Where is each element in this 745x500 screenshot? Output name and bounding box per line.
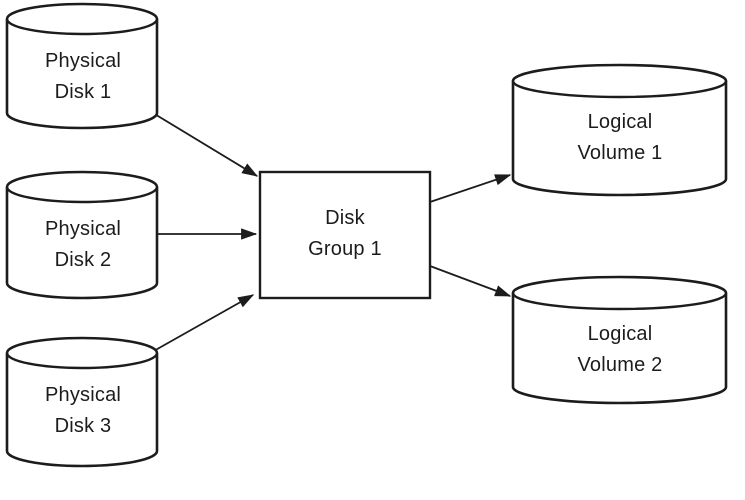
logical-volume-1-cylinder	[511, 63, 728, 197]
edge-physical-disk-1-to-disk-group-1	[152, 112, 259, 177]
disk-group-1-label: Disk Group 1	[308, 207, 382, 260]
logical-volume-1-label: Logical Volume 1	[577, 111, 663, 164]
logical-volume-2-cylinder	[511, 275, 728, 405]
logical-volume-2-label: Logical Volume 2	[577, 323, 663, 376]
physical-disk-2-label: Physical Disk 2	[44, 218, 122, 271]
edge-physical-disk-3-to-disk-group-1	[151, 294, 255, 353]
physical-disk-3-label: Physical Disk 3	[44, 384, 122, 437]
edge-disk-group-1-to-logical-volume-1	[429, 174, 512, 203]
physical-disk-3-cylinder	[5, 336, 159, 468]
physical-disk-1-cylinder	[5, 2, 159, 130]
edge-disk-group-1-to-logical-volume-2	[429, 265, 512, 297]
disk-group-1-box	[258, 170, 432, 300]
physical-disk-2-cylinder	[5, 170, 159, 300]
physical-disk-1-label: Physical Disk 1	[44, 50, 122, 103]
